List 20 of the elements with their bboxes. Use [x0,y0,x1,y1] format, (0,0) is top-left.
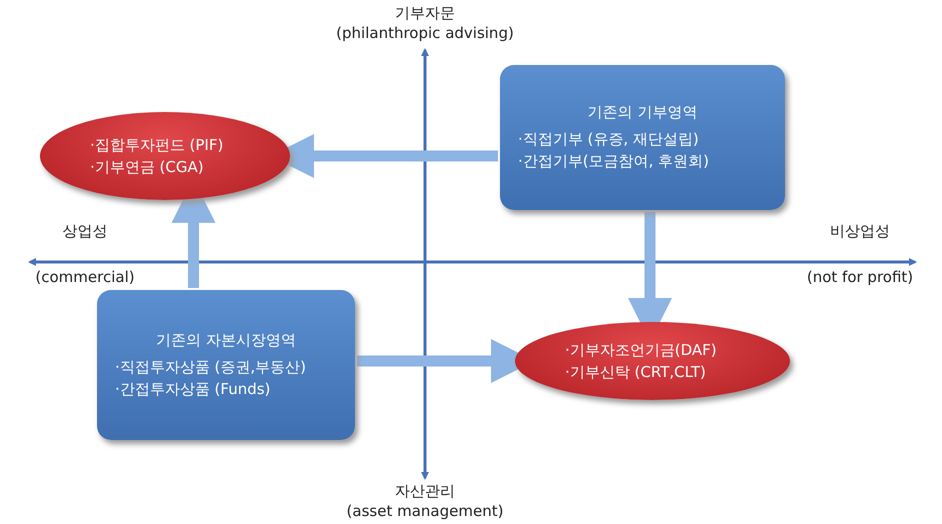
box-heading: 기존의 자본시장영역 [156,330,296,350]
box-heading: 기존의 기부영역 [588,103,698,122]
quadrant-box [97,290,355,440]
axis-label: (philanthropic advising) [336,24,514,42]
bullet-item: ·기부연금 (CGA) [90,157,204,178]
bullet-item: ·간접투자상품 (Funds) [115,378,270,400]
bullet-item: ·기부신탁 (CRT,CLT) [565,362,706,383]
quadrant-box [500,65,785,210]
bullet-item: ·직접투자상품 (증권,부동산) [115,356,306,378]
bullet-item: ·간접기부(모금참여, 후원회) [518,151,710,172]
axis-label: 상업성 [62,222,108,241]
axis-label: (not for profit) [806,268,914,286]
axis-label: (commercial) [35,268,135,286]
axis-label: (asset management) [346,502,504,520]
bullet-item: ·집합투자펀드 (PIF) [90,135,224,156]
axis-label: 기부자문 [395,4,455,23]
bullet-item: ·직접기부 (유증, 재단설립) [518,129,699,150]
bullet-item: ·기부자조언기금(DAF) [565,340,717,361]
axis-label: 비상업성 [830,222,890,241]
axis-label: 자산관리 [395,482,455,501]
